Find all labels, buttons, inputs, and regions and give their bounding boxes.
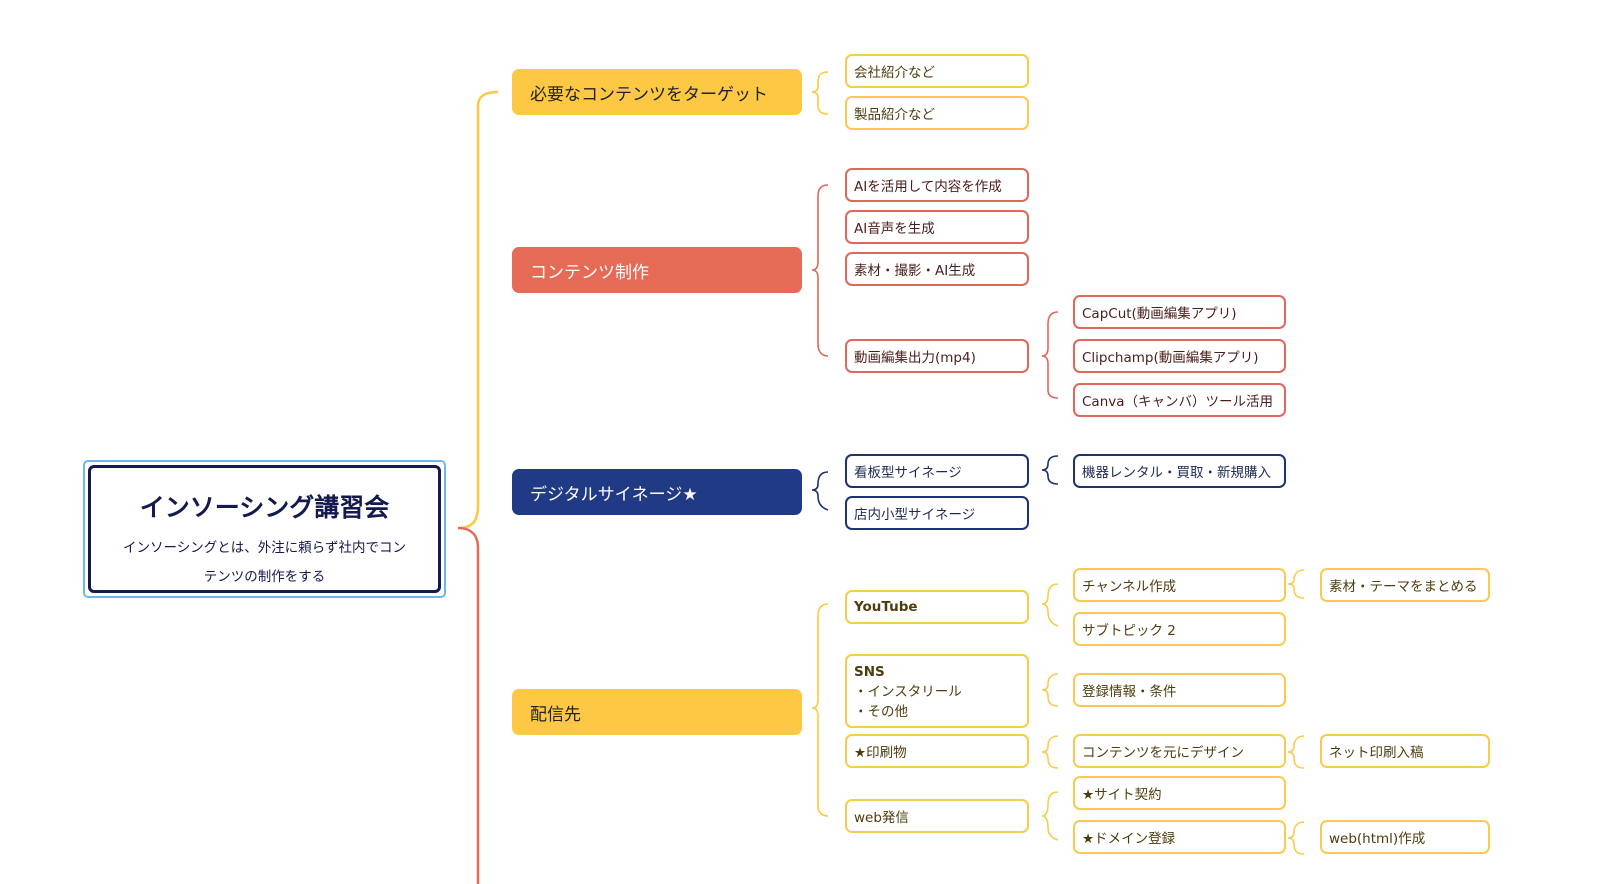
connector-domain: [1287, 821, 1305, 855]
leaf-equipment[interactable]: 機器レンタル・買取・新規購入: [1073, 454, 1286, 488]
branch-target[interactable]: 必要なコンテンツをターゲット: [512, 69, 802, 115]
sns-title: SNS: [854, 664, 885, 680]
branch-production[interactable]: コンテンツ制作: [512, 247, 802, 293]
leaf-sns[interactable]: SNS ・インスタリール ・その他: [845, 654, 1029, 728]
connector-signage: [811, 471, 829, 511]
connector-youtube: [1041, 583, 1059, 627]
connector-billboard: [1041, 455, 1059, 485]
sns-item-other: ・その他: [854, 704, 908, 720]
connector-print: [1041, 735, 1059, 769]
branch-signage[interactable]: デジタルサイネージ★: [512, 469, 802, 515]
root-title: インソーシング講習会: [139, 493, 390, 522]
leaf-subtopic[interactable]: サブトピック 2: [1073, 612, 1286, 646]
connector-target: [811, 71, 829, 115]
connector-sns: [1041, 673, 1059, 707]
leaf-video-output[interactable]: 動画編集出力(mp4): [845, 339, 1029, 373]
root-node-body: インソーシング講習会 インソーシングとは、外注に頼らず社内でコン テンツの制作を…: [88, 465, 441, 593]
leaf-product-intro[interactable]: 製品紹介など: [845, 96, 1029, 130]
connector-root-yellow: [457, 90, 499, 530]
connector-channel: [1287, 569, 1305, 599]
leaf-materials[interactable]: 素材・撮影・AI生成: [845, 252, 1029, 286]
leaf-billboard-signage[interactable]: 看板型サイネージ: [845, 454, 1029, 488]
leaf-channel[interactable]: チャンネル作成: [1073, 568, 1286, 602]
sns-item-instareel: ・インスタリール: [854, 684, 962, 700]
leaf-domain[interactable]: ★ドメイン登録: [1073, 820, 1286, 854]
leaf-theme-summary[interactable]: 素材・テーマをまとめる: [1320, 568, 1490, 602]
leaf-ai-voice[interactable]: AI音声を生成: [845, 210, 1029, 244]
root-description-line-2: テンツの制作をする: [203, 569, 326, 585]
leaf-print[interactable]: ★印刷物: [845, 734, 1029, 768]
leaf-registration[interactable]: 登録情報・条件: [1073, 673, 1286, 707]
leaf-instore-signage[interactable]: 店内小型サイネージ: [845, 496, 1029, 530]
leaf-youtube[interactable]: YouTube: [845, 590, 1029, 624]
connector-root-red: [457, 526, 480, 884]
leaf-design[interactable]: コンテンツを元にデザイン: [1073, 734, 1286, 768]
leaf-clipchamp[interactable]: Clipchamp(動画編集アプリ): [1073, 339, 1286, 373]
root-node[interactable]: インソーシング講習会 インソーシングとは、外注に頼らず社内でコン テンツの制作を…: [83, 460, 446, 598]
branch-delivery[interactable]: 配信先: [512, 689, 802, 735]
connector-web: [1041, 791, 1059, 841]
connector-video-tools: [1041, 311, 1059, 399]
connector-design: [1287, 735, 1305, 769]
leaf-net-print[interactable]: ネット印刷入稿: [1320, 734, 1490, 768]
leaf-web[interactable]: web発信: [845, 799, 1029, 833]
leaf-canva[interactable]: Canva（キャンバ）ツール活用: [1073, 383, 1286, 417]
connector-delivery: [811, 603, 829, 817]
leaf-capcut[interactable]: CapCut(動画編集アプリ): [1073, 295, 1286, 329]
leaf-company-intro[interactable]: 会社紹介など: [845, 54, 1029, 88]
root-description: インソーシングとは、外注に頼らず社内でコン テンツの制作をする: [109, 534, 420, 592]
root-description-line-1: インソーシングとは、外注に頼らず社内でコン: [123, 540, 406, 556]
leaf-ai-content[interactable]: AIを活用して内容を作成: [845, 168, 1029, 202]
connector-production: [811, 184, 829, 357]
leaf-site-contract[interactable]: ★サイト契約: [1073, 776, 1286, 810]
leaf-web-html[interactable]: web(html)作成: [1320, 820, 1490, 854]
